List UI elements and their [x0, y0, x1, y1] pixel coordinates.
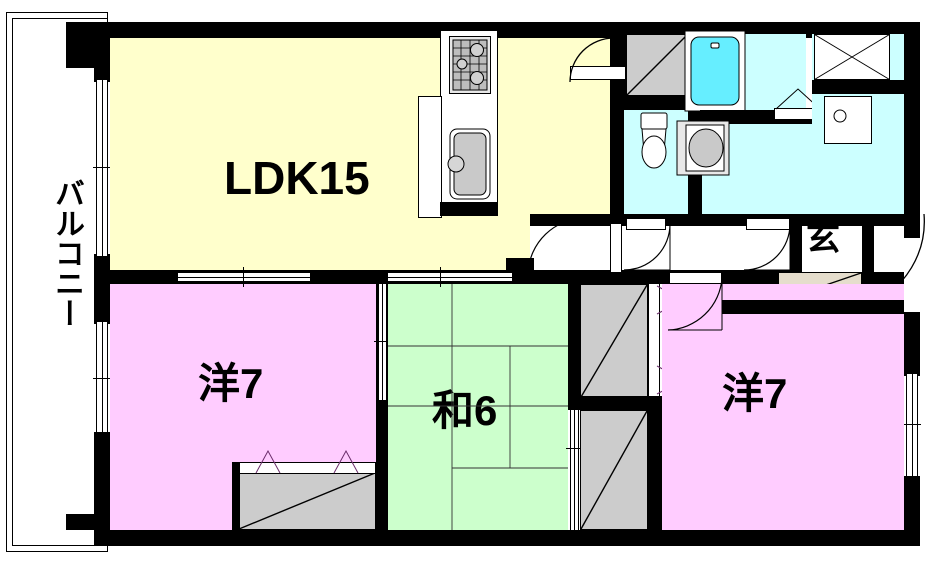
wall-closet-middle-right: [648, 410, 662, 530]
bedroom-left-label: 洋7: [198, 360, 264, 407]
bedroom-left-window-tick: [93, 378, 111, 379]
washbasin-icon: [676, 120, 730, 176]
wall-bedroom-right-notch-top: [722, 300, 904, 314]
wall-right-genkan: [904, 222, 920, 238]
wall-right-lower: [904, 312, 920, 376]
toilet-door-swing: [622, 222, 674, 272]
wall-right-upper: [904, 22, 920, 222]
fusuma-left-tick: [243, 267, 244, 287]
room-genkan: [802, 226, 904, 272]
wall-ldk-left: [94, 38, 110, 82]
wall-bottom: [94, 530, 920, 546]
wall-bedroom-left-outer-b: [94, 432, 110, 530]
bedroom-right-window-tick: [903, 424, 921, 425]
wall-right-bottom: [904, 476, 920, 536]
genkan-label: 玄: [806, 220, 840, 258]
fusuma-ldk-washitsu-mullion: [388, 277, 512, 278]
ldk-balcony-window-tick: [93, 167, 111, 168]
bathtub-surround: [680, 30, 682, 32]
wall-overhead-closet-bottom: [812, 80, 904, 94]
washing-machine-icon: [824, 96, 872, 144]
washroom-door-swing: [742, 222, 794, 272]
wall-bottom-left-stub: [66, 514, 110, 530]
balcony-inner-rail: [12, 18, 108, 546]
closet-middle-upper-diagonal: [580, 284, 648, 398]
bathtub-icon: [684, 30, 746, 112]
ldk-label: LDK15: [224, 152, 370, 204]
fusuma-washitsu-tick: [440, 267, 441, 287]
wall-closet-middle-divider: [568, 396, 664, 410]
bath-wash-space: [746, 34, 806, 112]
bedroom-right-label: 洋7: [722, 370, 788, 417]
room-washroom: [702, 124, 904, 214]
washitsu-label: 和6: [432, 387, 498, 434]
wall-corridor-top: [530, 214, 904, 226]
wall-ldk-left-lower: [94, 254, 110, 284]
wall-bedroom-right-top: [662, 270, 670, 284]
tatami-mat-lines: [388, 284, 568, 530]
wall-kitchen-bottom: [440, 202, 498, 216]
wall-corridor-ldk-jamb: [506, 258, 534, 272]
room-washitsu: [388, 284, 568, 530]
fusuma-ldk-bedroom-left-mullion: [178, 277, 310, 278]
wall-washitsu-right: [568, 284, 580, 396]
toilet-door-leaf[interactable]: [626, 218, 666, 230]
partition-mullion-2: [574, 396, 575, 530]
toilet-icon: [628, 112, 680, 190]
wall-closet-bedroom-left-left: [232, 462, 240, 530]
kitchen-partition-wall: [418, 96, 442, 218]
wall-genkan-right: [862, 226, 874, 272]
wall-toilet-top: [610, 96, 702, 110]
bedroom-right-door-swing: [664, 276, 726, 332]
closet-middle-lower-diagonal: [580, 410, 648, 530]
partition-tick-2: [566, 448, 584, 449]
balcony-label: バルコニー: [50, 178, 83, 328]
partition-mullion-1: [382, 284, 383, 400]
wall-genkan-left: [790, 214, 802, 272]
wall-toilet-left: [610, 110, 624, 216]
corridor-ldk-sliding-door[interactable]: [610, 224, 622, 272]
overhead-closet-icon[interactable]: [814, 34, 890, 80]
closet-bedroom-left-folding-doors: [238, 449, 376, 474]
closet-bedroom-left-diagonal: [238, 472, 376, 530]
room-bedroom-right: [662, 284, 904, 530]
partition-tick-1: [374, 341, 392, 342]
kitchen-sink-icon: [447, 128, 491, 200]
closet-upper-hall-diagonal: [626, 34, 688, 96]
ldk-balcony-window-mullion: [102, 80, 103, 256]
bedroom-right-window-mullion: [912, 374, 913, 478]
stove-icon: [449, 36, 491, 94]
closet-middle-upper-door[interactable]: [648, 284, 660, 398]
wall-bedroom-left-outer: [94, 284, 110, 324]
ldk-entry-door-swing: [566, 34, 628, 84]
